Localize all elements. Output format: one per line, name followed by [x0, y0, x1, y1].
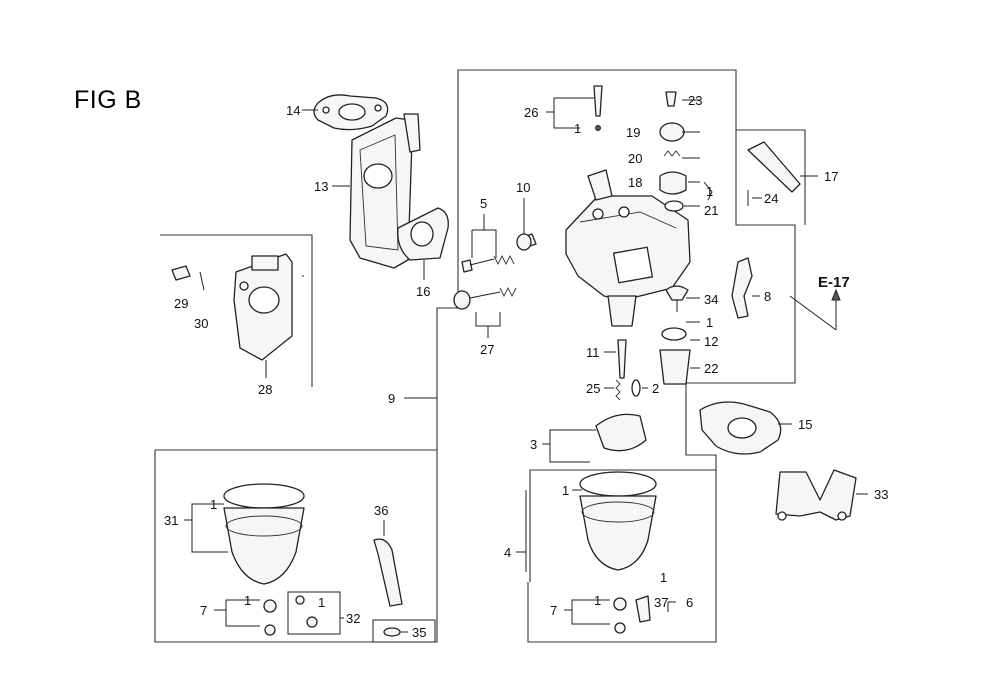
spring-20	[663, 150, 681, 157]
guide-33	[775, 469, 857, 521]
callout-12: 12	[704, 334, 718, 349]
part-drawings	[171, 85, 857, 637]
clip-35	[383, 627, 401, 637]
bolt-7-right-b	[614, 622, 626, 634]
pin-30	[199, 271, 205, 291]
bolt-7-right	[613, 597, 627, 611]
callout-2: 2	[652, 381, 659, 396]
carburetor-body	[565, 169, 691, 327]
callout-6: 6	[686, 595, 693, 610]
bolt-26	[593, 85, 603, 117]
callout-labels: 14 13 16 26 1 23 19 20 18 1 21 10 5 27 2…	[164, 93, 888, 640]
callout-1-7-left: 1	[244, 593, 251, 608]
frame-carb-right	[527, 132, 796, 643]
callout-14: 14	[286, 103, 300, 118]
callout-30: 30	[194, 316, 208, 331]
callout-13: 13	[314, 179, 328, 194]
plug-29	[171, 265, 191, 281]
insulator-bracket-13	[349, 113, 421, 269]
frame-32	[287, 591, 341, 635]
jet-22	[659, 349, 691, 385]
screw-32	[306, 616, 318, 628]
insulator-28	[233, 253, 293, 361]
callout-1-12: 1	[706, 315, 713, 330]
float-bowl-31	[223, 483, 305, 585]
callout-31: 31	[164, 513, 178, 528]
callout-26: 26	[524, 105, 538, 120]
callout-3: 3	[530, 437, 537, 452]
callout-10: 10	[516, 180, 530, 195]
float-3	[595, 413, 647, 452]
gasket-16	[397, 207, 449, 261]
frame-carburetor-assembly	[436, 69, 737, 450]
callout-23: 23	[688, 93, 702, 108]
callout-7-left: 7	[200, 603, 207, 618]
callout-1-21: 1	[706, 184, 713, 199]
piston-18	[659, 171, 687, 195]
frame-35	[372, 619, 436, 643]
callout-20: 20	[628, 151, 642, 166]
screw-23	[665, 91, 677, 107]
screw-34	[665, 285, 689, 301]
callout-1-31: 1	[210, 497, 217, 512]
callout-24: 24	[764, 191, 778, 206]
callout-28: 28	[258, 382, 272, 397]
callout-34: 34	[704, 292, 718, 307]
callout-19: 19	[626, 125, 640, 140]
callout-15: 15	[798, 417, 812, 432]
float-bowl-4	[579, 471, 657, 571]
seal-2	[631, 379, 641, 397]
lever-8	[731, 257, 753, 319]
figure-title: FIG B	[74, 86, 142, 114]
group-frames	[154, 69, 806, 643]
callout-1-4: 1	[562, 483, 569, 498]
callout-1-7-right: 1	[594, 593, 601, 608]
callout-4: 4	[504, 545, 511, 560]
callout-1-26: 1	[574, 121, 581, 136]
callout-27: 27	[480, 342, 494, 357]
callout-8: 8	[764, 289, 771, 304]
frame-bowl-lower	[154, 449, 438, 643]
callout-37: 37	[654, 595, 668, 610]
callout-16: 16	[416, 284, 430, 299]
bolt-7-left-b	[264, 624, 276, 636]
cover-19	[659, 122, 685, 142]
callout-5: 5	[480, 196, 487, 211]
frame-bowl-right	[529, 469, 716, 582]
reference-e17: E-17	[818, 274, 850, 291]
drain-tube-36	[373, 538, 403, 607]
spring-25	[615, 379, 621, 401]
callout-29: 29	[174, 296, 188, 311]
choke-lever-17	[747, 141, 801, 193]
screw-27	[453, 286, 517, 310]
callout-17: 17	[824, 169, 838, 184]
callout-7-right: 7	[550, 603, 557, 618]
callout-36: 36	[374, 503, 388, 518]
callout-32: 32	[346, 611, 360, 626]
callout-1-37: 1	[660, 570, 667, 585]
callout-11: 11	[586, 345, 600, 360]
frame-insulator	[160, 234, 313, 387]
callout-22: 22	[704, 361, 718, 376]
seal-32	[295, 595, 305, 605]
callout-18: 18	[628, 175, 642, 190]
o-ring-21	[664, 200, 684, 212]
callout-35: 35	[412, 625, 426, 640]
needle-11	[617, 339, 627, 379]
callout-33: 33	[874, 487, 888, 502]
callout-1-32: 1	[318, 595, 325, 610]
callout-9: 9	[388, 391, 395, 406]
frame-lever-17	[736, 129, 806, 225]
screw-37	[635, 595, 651, 623]
gasket-14	[313, 94, 389, 131]
callout-21: 21	[704, 203, 718, 218]
bolt-7-left	[263, 599, 277, 613]
gasket-15	[699, 401, 782, 455]
seal-10	[516, 233, 532, 251]
callout-25: 25	[586, 381, 600, 396]
o-ring-12	[661, 327, 687, 341]
leader-lines	[184, 97, 868, 633]
